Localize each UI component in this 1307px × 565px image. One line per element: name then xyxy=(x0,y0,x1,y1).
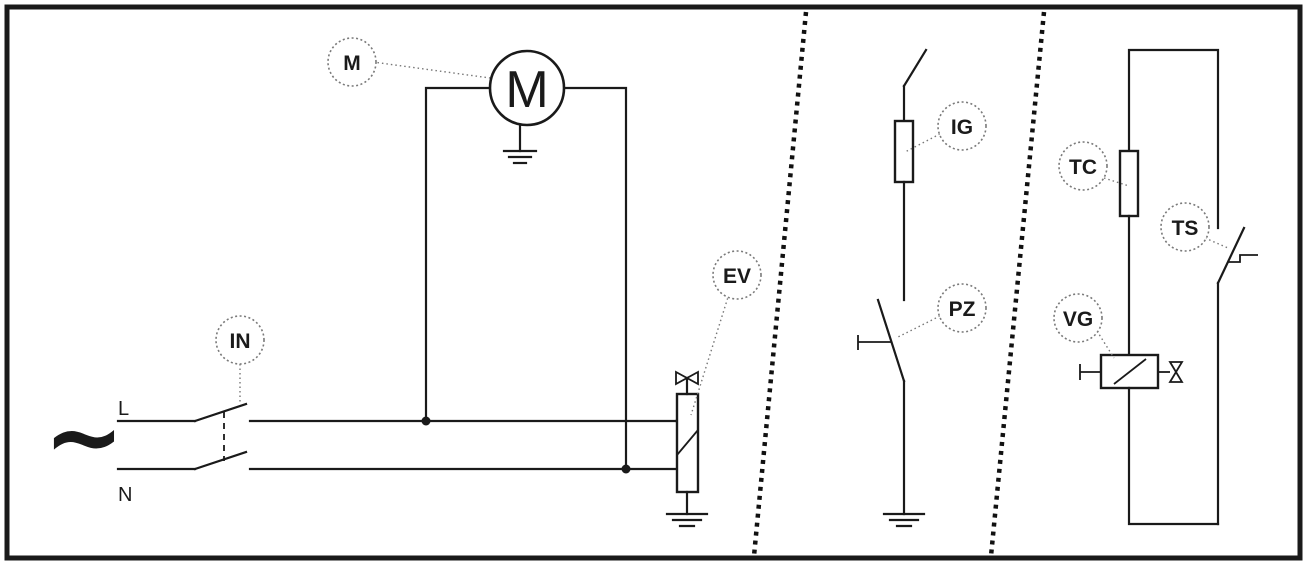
safety-circuit xyxy=(1079,48,1258,526)
junction-dot-l xyxy=(421,416,431,426)
junction-dot-n xyxy=(621,464,631,474)
label-tc-text: TC xyxy=(1069,156,1097,179)
leader-lines xyxy=(239,61,1229,416)
piezo-switch-symbol xyxy=(857,298,906,383)
label-ev: EV xyxy=(712,250,762,300)
ignition-earth-icon xyxy=(882,512,926,528)
label-pz-text: PZ xyxy=(949,298,976,321)
power-circuit: ~ L N M xyxy=(44,49,709,528)
label-vg: VG xyxy=(1053,293,1103,343)
label-m: M xyxy=(327,37,377,87)
line-label: L xyxy=(118,398,129,420)
main-switch-symbol xyxy=(193,402,248,471)
ac-source-symbol: ~ xyxy=(44,381,124,493)
diagram-frame xyxy=(4,4,1303,561)
gas-valve-symbol xyxy=(1079,353,1184,390)
safety-thermostat-symbol xyxy=(1216,226,1258,285)
section-divider-2 xyxy=(988,11,1047,557)
section-divider-1 xyxy=(751,11,809,557)
valve-earth-icon xyxy=(665,512,709,528)
solenoid-valve-symbol xyxy=(674,370,700,516)
label-in-text: IN xyxy=(230,330,251,353)
label-pz: PZ xyxy=(937,283,987,333)
ignition-circuit xyxy=(857,48,928,528)
label-in: IN xyxy=(215,315,265,365)
label-ig-text: IG xyxy=(951,116,973,139)
motor-letter: M xyxy=(505,61,548,119)
label-ig: IG xyxy=(937,101,987,151)
ignitor-symbol xyxy=(893,119,915,184)
label-m-text: M xyxy=(343,52,361,75)
motor-earth-icon xyxy=(502,123,538,165)
label-ts-text: TS xyxy=(1172,217,1199,240)
neutral-label: N xyxy=(118,484,132,506)
label-ev-text: EV xyxy=(723,265,751,288)
label-vg-text: VG xyxy=(1063,308,1093,331)
motor-symbol: M xyxy=(488,49,566,127)
label-tc: TC xyxy=(1058,141,1108,191)
label-ts: TS xyxy=(1160,202,1210,252)
